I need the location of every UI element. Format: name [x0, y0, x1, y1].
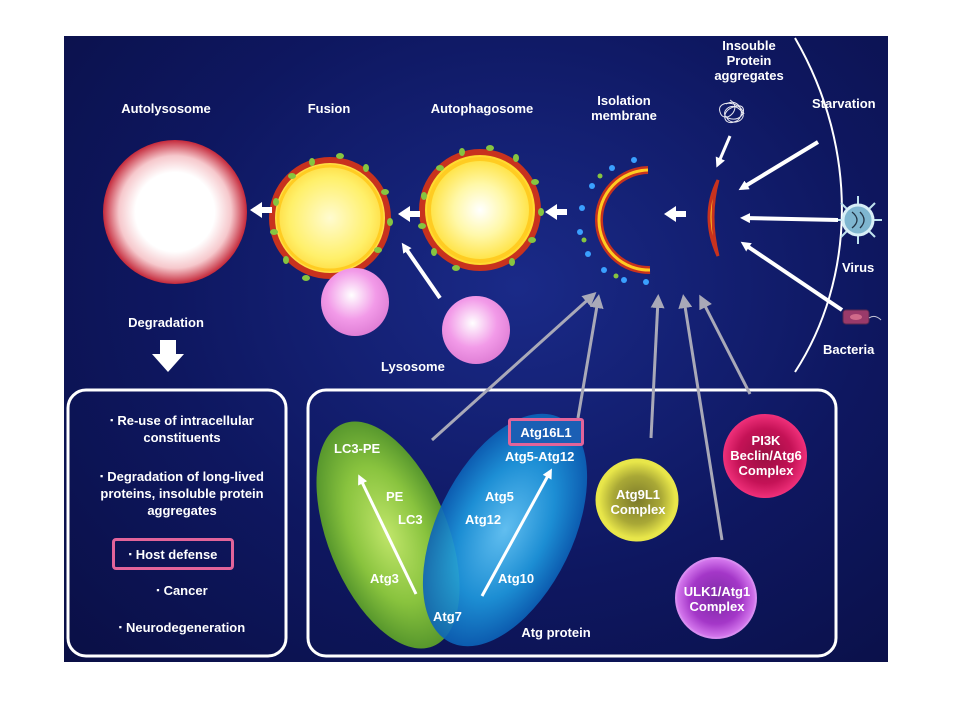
fusion-label: Fusion: [307, 101, 351, 116]
function-neurodegeneration: ▪Neurodegeneration: [118, 620, 246, 635]
pe-label: PE: [386, 489, 404, 504]
fusion-vesicle: [269, 153, 393, 336]
atg3-label: Atg3: [370, 571, 399, 586]
ulk1-complex-circle: [675, 557, 757, 639]
arrow-autophagosome-to-fusion: [398, 206, 420, 222]
atg5-label: Atg5: [485, 489, 514, 504]
autophagosome-label: Autophagosome: [430, 101, 534, 116]
bacteria-icon: [842, 309, 882, 325]
virus-icon: [834, 196, 882, 244]
lc3-pe-label: LC3-PE: [334, 441, 381, 456]
atg5-atg12-label: Atg5-Atg12: [505, 449, 575, 464]
autophagosome-vesicle: [418, 145, 544, 271]
function-host-defense: Host defense: [135, 546, 218, 562]
arrow-atg9l1-to-membrane: [649, 294, 665, 439]
arrow-atg16l1-to-membrane: [576, 294, 604, 419]
pi3k-complex-circle: [723, 414, 807, 498]
function-degradation: ▪Degradation of long-lived proteins, ins…: [100, 469, 264, 518]
lysosome-label: Lysosome: [381, 359, 445, 374]
lc3-label: LC3: [398, 512, 423, 527]
arrow-ulk1-to-membrane: [678, 294, 724, 541]
arrow-lc3pe-to-membrane: [430, 291, 597, 442]
arrow-lc3-pathway: [358, 474, 418, 595]
function-reuse: ▪Re-use of intracellular constituents: [110, 413, 254, 445]
starvation-label: Starvation: [812, 96, 876, 111]
atg-protein-box: [306, 388, 838, 658]
arrow-aggregates: [715, 135, 732, 168]
arrow-fusion-to-autolysosome: [250, 202, 272, 218]
arrow-virus: [740, 213, 839, 224]
autolysosome-label: Autolysosome: [121, 101, 211, 116]
virus-label: Virus: [842, 260, 875, 275]
degradation-label: Degradation: [128, 315, 204, 330]
arrow-pi3k-to-membrane: [699, 294, 752, 395]
atg7-label: Atg7: [433, 609, 462, 624]
protein-aggregate-icon: [719, 99, 745, 124]
bacteria-label: Bacteria: [823, 342, 875, 357]
phagophore-shape: [707, 179, 720, 257]
arrow-lysosome-to-fusion: [401, 242, 442, 300]
arrow-atg12-pathway: [480, 468, 552, 597]
isolation-membrane-shape: [577, 157, 651, 285]
arrow-phagophore-to-membrane: [664, 206, 686, 222]
arrow-starvation: [738, 140, 820, 191]
lysosome-vesicle: [442, 296, 510, 364]
atg12-label: Atg12: [465, 512, 502, 527]
autolysosome-vesicle: [103, 140, 247, 284]
arrow-bacteria: [740, 241, 844, 312]
atg-protein-label: Atg protein: [521, 625, 591, 640]
atg16l1-highlight: Atg16L1: [508, 418, 584, 446]
host-defense-highlight: ▪Host defense: [112, 538, 234, 570]
arrow-degradation-down: [152, 340, 184, 372]
function-cancer: ▪Cancer: [156, 583, 208, 598]
functions-box: [66, 388, 288, 658]
atg16l1-label: Atg16L1: [520, 424, 572, 440]
atg9l1-complex-circle: [595, 458, 679, 542]
arrow-membrane-to-autophagosome: [545, 204, 567, 220]
atg10-label: Atg10: [498, 571, 535, 586]
cell-boundary-line: [794, 37, 843, 373]
